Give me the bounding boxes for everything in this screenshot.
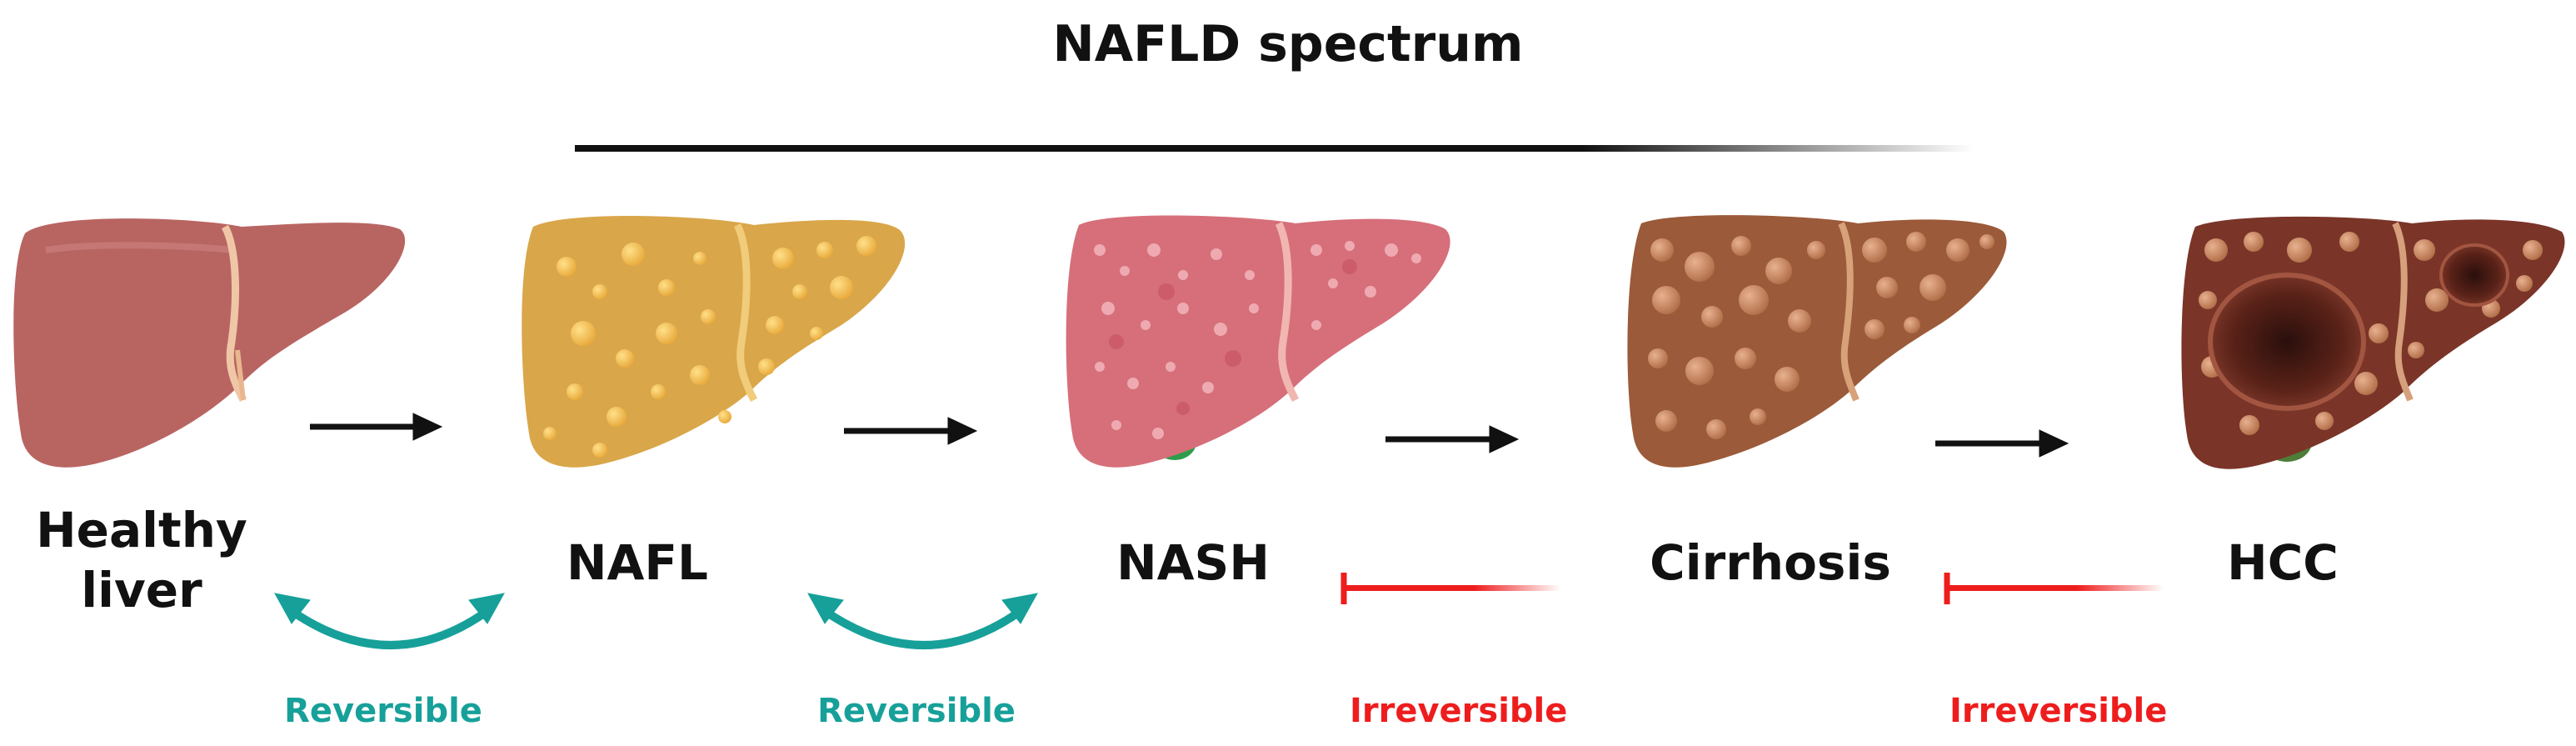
progression-arrow-4 xyxy=(1935,429,2069,458)
transition-label-reversible-1: Reversible xyxy=(284,692,482,730)
hcc-liver-icon xyxy=(2181,216,2565,469)
stage-label-healthy-liver: Healthy liver xyxy=(36,502,247,618)
transition-label-irreversible-2: Irreversible xyxy=(1949,692,2168,730)
nafl-liver-icon xyxy=(522,215,906,468)
progression-arrow-2 xyxy=(844,417,978,445)
stage-label-cirrhosis: Cirrhosis xyxy=(1650,534,1891,591)
stage-label-nafl: NAFL xyxy=(566,534,708,591)
transition-label-reversible-2: Reversible xyxy=(817,692,1016,730)
reversible-arrow-2 xyxy=(807,593,1038,649)
irreversible-block-1 xyxy=(1340,573,1560,604)
transition-label-irreversible-1: Irreversible xyxy=(1350,692,1568,730)
spectrum-bracket xyxy=(575,145,1974,152)
stage-label-nash: NASH xyxy=(1116,534,1270,591)
healthy-liver-icon xyxy=(13,218,406,468)
stage-label-hcc: HCC xyxy=(2227,534,2339,591)
cirrhosis-liver-icon xyxy=(1627,215,2007,468)
irreversible-block-2 xyxy=(1944,573,2164,604)
progression-arrow-1 xyxy=(310,413,443,441)
reversible-arrow-1 xyxy=(274,593,505,649)
progression-arrow-3 xyxy=(1385,425,1520,453)
nash-liver-icon xyxy=(1066,215,1450,468)
diagram-title: NAFLD spectrum xyxy=(1052,15,1524,73)
